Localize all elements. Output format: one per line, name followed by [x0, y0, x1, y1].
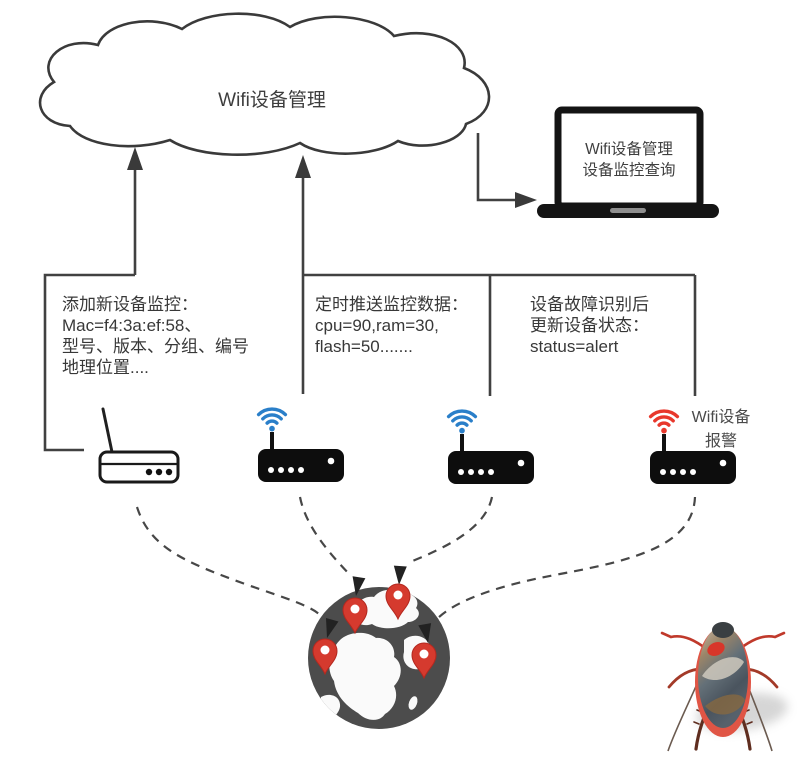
- cockroach-image: [660, 622, 788, 752]
- alarm-label-line1: Wifi设备: [691, 409, 751, 426]
- alarm-label-line2: 报警: [704, 433, 737, 450]
- arrowhead-center-up: [295, 155, 311, 178]
- laptop-screen-line2: 设备监控查询: [582, 162, 676, 179]
- modem-router-icon: [98, 407, 180, 484]
- annotation-line: status=alert: [530, 337, 619, 356]
- line-cloud-to-laptop: [476, 133, 518, 202]
- annotation-line: 定时推送监控数据：: [315, 295, 468, 314]
- laptop-screen-line1: Wifi设备管理: [585, 141, 673, 158]
- annotation-line: 更新设备状态：: [530, 316, 649, 335]
- line-left-bracket: [43, 273, 135, 452]
- link-arrowheads: [325, 565, 432, 643]
- earth-globe-icon: [308, 565, 450, 729]
- dashed-link-3: [409, 496, 494, 564]
- dashed-link-2: [298, 496, 352, 577]
- alarm-router-label: Wifi设备 报警: [686, 406, 756, 454]
- annotation-line: 型号、版本、分组、编号: [62, 337, 249, 356]
- arrowhead-pin-2: [352, 576, 366, 596]
- wifi-signal-icon: [259, 409, 286, 429]
- cloud-title: Wifi设备管理: [218, 90, 326, 111]
- dashed-links: [135, 496, 697, 621]
- wifi-router-icon: [258, 409, 346, 484]
- annotation-push-data: 定时推送监控数据： cpu=90,ram=30, flash=50.......: [315, 294, 468, 357]
- wifi-alert-signal-icon: [651, 411, 678, 431]
- annotation-fault-status: 设备故障识别后 更新设备状态： status=alert: [530, 294, 649, 357]
- annotation-add-device: 添加新设备监控： Mac=f4:3a:ef:58、 型号、版本、分组、编号 地理…: [62, 294, 249, 378]
- annotation-line: 设备故障识别后: [530, 295, 649, 314]
- dashed-link-1: [135, 506, 322, 617]
- dashed-link-4: [435, 496, 697, 621]
- laptop-screen-text: Wifi设备管理 设备监控查询: [558, 139, 700, 181]
- arrowhead-pin-3: [393, 565, 407, 585]
- laptop-icon: [537, 106, 719, 218]
- cloud-shape: [38, 12, 491, 156]
- wifi-signal-icon: [449, 411, 476, 431]
- annotation-line: 添加新设备监控：: [62, 295, 198, 314]
- arrowhead-to-laptop: [515, 192, 537, 208]
- arrowhead-left-up: [127, 147, 143, 170]
- arrowhead-pin-4: [418, 623, 432, 643]
- annotation-line: cpu=90,ram=30,: [315, 316, 439, 335]
- arrowhead-pin-1: [325, 617, 339, 638]
- annotation-line: flash=50.......: [315, 337, 413, 356]
- connector-lines: [43, 133, 697, 452]
- annotation-line: 地理位置....: [62, 358, 149, 377]
- wifi-router-icon: [448, 411, 536, 486]
- annotation-line: Mac=f4:3a:ef:58、: [62, 316, 202, 335]
